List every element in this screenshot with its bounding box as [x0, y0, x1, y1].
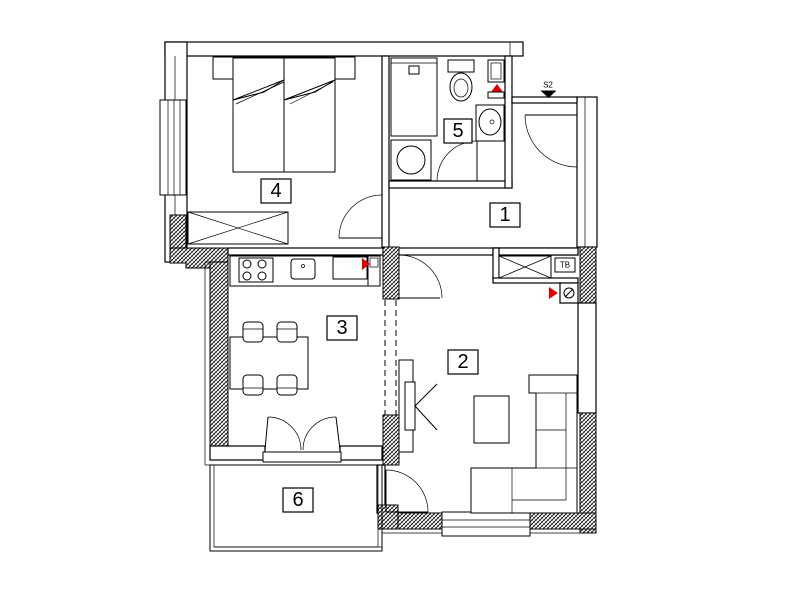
balcony: [209, 451, 383, 552]
double-bed: [212, 56, 356, 173]
meter-box: [549, 287, 575, 299]
tb-closet: TB: [498, 255, 576, 279]
tv-unit: [398, 359, 438, 453]
section-marker: S2: [541, 81, 556, 98]
svg-text:5: 5: [452, 120, 463, 142]
room-label-4: 4: [260, 178, 292, 204]
svg-text:3: 3: [336, 317, 347, 339]
room-label-1: 1: [489, 202, 521, 228]
svg-text:4: 4: [270, 180, 281, 202]
tb-label: TB: [560, 261, 570, 270]
dining-table: [229, 321, 309, 396]
wardrobe: [187, 211, 289, 245]
section-marker-label: S2: [543, 81, 553, 90]
corridor-door[interactable]: [398, 254, 443, 299]
svg-text:6: 6: [292, 489, 303, 511]
room-label-3: 3: [326, 315, 358, 341]
corner-sofa: [470, 374, 578, 514]
room-label-2: 2: [447, 349, 479, 375]
bedroom-door[interactable]: [338, 194, 383, 239]
living-door[interactable]: [385, 469, 429, 513]
marker-triangle: [491, 84, 503, 92]
balcony-door[interactable]: [264, 416, 341, 451]
bathroom-fixtures: [390, 57, 505, 182]
room-label-6: 6: [282, 487, 314, 513]
svg-text:1: 1: [499, 204, 510, 226]
entrance-door[interactable]: [524, 114, 578, 168]
kitchen-counter: [229, 255, 381, 287]
coffee-table: [473, 395, 510, 444]
marker-triangle-kitchen: [362, 258, 370, 270]
outer-walls: [159, 41, 598, 537]
interior-walls: [227, 55, 579, 530]
room-label-5: 5: [443, 118, 473, 144]
svg-text:2: 2: [457, 351, 468, 373]
